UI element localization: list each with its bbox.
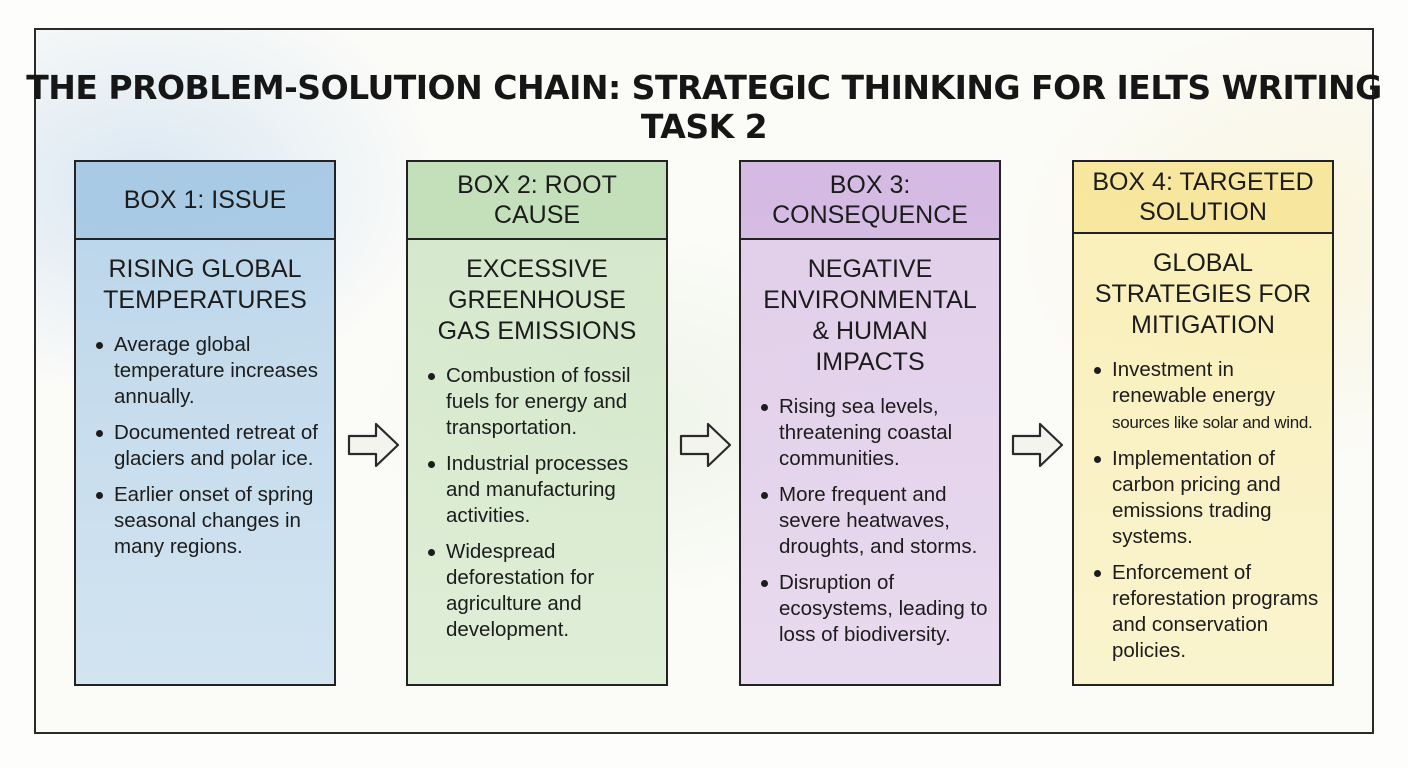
- bullet-list: Rising sea levels, threatening coastal c…: [757, 394, 989, 648]
- bullet-list: Combustion of fossil fuels for energy an…: [424, 363, 656, 643]
- bullet-text: Widespread deforestation for agriculture…: [446, 540, 595, 641]
- bullet-icon: [761, 492, 768, 499]
- bullet-text: Rising sea levels, threatening coastal c…: [779, 395, 953, 470]
- bullet-icon: [1094, 570, 1101, 577]
- box-label: BOX 4: TARGETED SOLUTION: [1074, 162, 1332, 234]
- bullet-icon: [1094, 456, 1101, 463]
- bullet-item: More frequent and severe heatwaves, drou…: [757, 482, 989, 560]
- box-heading: RISING GLOBAL TEMPERATURES: [103, 255, 307, 314]
- box-consequence: BOX 3: CONSEQUENCE NEGATIVE ENVIRONMENTA…: [739, 160, 1001, 686]
- bullet-text: Average global temperature increases ann…: [114, 333, 318, 408]
- bullet-text-small: sources like solar and wind.: [1112, 413, 1313, 432]
- bullet-item: Combustion of fossil fuels for energy an…: [424, 363, 656, 441]
- bullet-list: Average global temperature increases ann…: [92, 332, 324, 560]
- box-label: BOX 3: CONSEQUENCE: [741, 162, 999, 240]
- bullet-text: Industrial processes and manufacturing a…: [446, 452, 629, 527]
- bullet-icon: [428, 373, 435, 380]
- arrow-right-icon: [1011, 422, 1064, 468]
- bullet-icon: [1094, 367, 1101, 374]
- bullet-item: Implementation of carbon pricing and emi…: [1090, 446, 1322, 550]
- box-targeted-solution: BOX 4: TARGETED SOLUTION GLOBAL STRATEGI…: [1072, 160, 1334, 686]
- bullet-item: Investment in renewable energy sources l…: [1090, 357, 1322, 436]
- box-root-cause: BOX 2: ROOT CAUSE EXCESSIVE GREENHOUSE G…: [406, 160, 668, 686]
- bullet-icon: [428, 461, 435, 468]
- arrow-right-icon: [347, 422, 400, 468]
- box-issue: BOX 1: ISSUE RISING GLOBAL TEMPERATURES …: [74, 160, 336, 686]
- box-body: GLOBAL STRATEGIES FOR MITIGATION Investm…: [1074, 234, 1332, 684]
- bullet-item: Industrial processes and manufacturing a…: [424, 451, 656, 529]
- bullet-item: Widespread deforestation for agriculture…: [424, 539, 656, 643]
- box-body: NEGATIVE ENVIRONMENTAL & HUMAN IMPACTS R…: [741, 240, 999, 684]
- bullet-icon: [96, 430, 103, 437]
- box-label: BOX 2: ROOT CAUSE: [408, 162, 666, 240]
- bullet-text: Enforcement of reforestation programs an…: [1112, 561, 1319, 662]
- bullet-text: Earlier onset of spring seasonal changes…: [114, 483, 314, 558]
- box-label: BOX 1: ISSUE: [76, 162, 334, 240]
- diagram-title: THE PROBLEM-SOLUTION CHAIN: STRATEGIC TH…: [26, 68, 1382, 146]
- box-body: RISING GLOBAL TEMPERATURES Average globa…: [76, 240, 334, 684]
- bullet-icon: [96, 342, 103, 349]
- bullet-item: Documented retreat of glaciers and polar…: [92, 420, 324, 472]
- bullet-item: Rising sea levels, threatening coastal c…: [757, 394, 989, 472]
- box-heading: EXCESSIVE GREENHOUSE GAS EMISSIONS: [437, 255, 637, 345]
- arrow-right-icon: [679, 422, 732, 468]
- bullet-text: Disruption of ecosystems, leading to los…: [779, 571, 988, 646]
- box-body: EXCESSIVE GREENHOUSE GAS EMISSIONS Combu…: [408, 240, 666, 684]
- bullet-icon: [428, 549, 435, 556]
- box-heading: NEGATIVE ENVIRONMENTAL & HUMAN IMPACTS: [763, 255, 977, 376]
- bullet-list: Investment in renewable energy sources l…: [1090, 357, 1322, 664]
- bullet-icon: [96, 492, 103, 499]
- bullet-text: Documented retreat of glaciers and polar…: [114, 421, 318, 470]
- bullet-text: Implementation of carbon pricing and emi…: [1112, 447, 1281, 548]
- bullet-item: Disruption of ecosystems, leading to los…: [757, 570, 989, 648]
- bullet-text: More frequent and severe heatwaves, drou…: [779, 483, 978, 558]
- bullet-item: Average global temperature increases ann…: [92, 332, 324, 410]
- bullet-item: Earlier onset of spring seasonal changes…: [92, 482, 324, 560]
- box-heading: GLOBAL STRATEGIES FOR MITIGATION: [1094, 249, 1312, 339]
- bullet-item: Enforcement of reforestation programs an…: [1090, 560, 1322, 664]
- bullet-icon: [761, 580, 768, 587]
- bullet-text: Investment in renewable energy: [1112, 358, 1275, 407]
- bullet-icon: [761, 404, 768, 411]
- bullet-text: Combustion of fossil fuels for energy an…: [446, 364, 631, 439]
